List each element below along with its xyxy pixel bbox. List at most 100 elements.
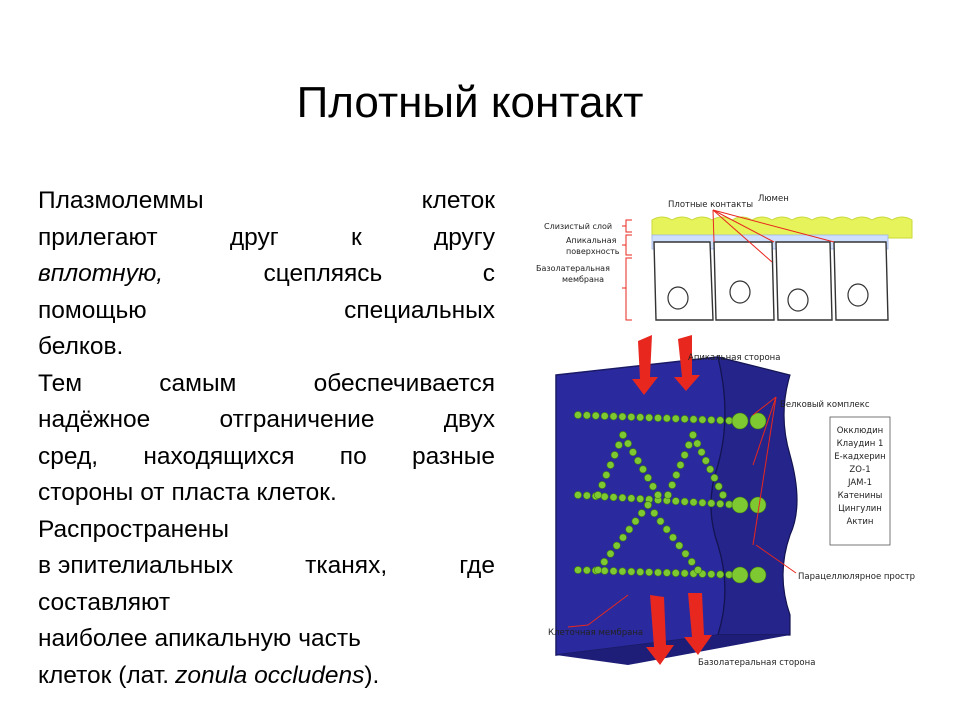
protein-bead [675,541,684,550]
paragraph-word: пласта [171,479,250,506]
paragraph-word: друг [229,223,279,251]
protein-bead [600,557,609,566]
protein-name: Катенины [838,491,883,501]
protein-bead [689,415,698,424]
protein-bead [716,499,725,508]
paragraph-word: в эпителиальных [38,552,234,579]
label-apical-2: поверхность [566,247,620,256]
protein-bead [625,525,634,534]
protein-bead [654,414,662,422]
protein-bead [731,496,749,514]
protein-bead [598,481,607,489]
protein-bead [636,494,645,503]
protein-bead [602,471,611,479]
protein-name: E-кадхерин [834,452,885,462]
protein-bead [582,491,591,500]
protein-bead [609,493,618,502]
paragraph-word: Тем [38,369,83,397]
label-lumen: Люмен [758,194,789,204]
protein-name: Окклюдин [837,426,884,436]
protein-bead [591,411,600,420]
paragraph-word: Распространены [38,515,229,543]
protein-bead [707,499,716,508]
label-tight-junctions: Плотные контакты [668,200,753,210]
protein-bead [594,566,602,574]
paragraph-word: стороны [38,479,134,506]
protein-bead [668,481,677,489]
tight-junction-pointers [712,209,835,263]
protein-bead [697,448,706,457]
protein-bead [619,533,627,542]
paragraph-word: самым [159,369,237,397]
label-basolateral-2: мембрана [562,275,604,284]
protein-bead [719,491,727,499]
protein-bead [676,461,685,469]
protein-bead [725,570,734,579]
protein-bead [582,411,591,420]
nuclei [667,280,869,312]
protein-bead [680,451,689,459]
slide-title-text: Плотный контакт [296,78,644,127]
protein-bead [574,411,582,419]
protein-bead [609,412,618,421]
label-cell-membrane: Клеточная мембрана [548,628,643,638]
paragraph-word: часть [298,625,361,652]
protein-bead [618,412,627,421]
epithelium-diagram: Плотные контакты Люмен Слизистый слой Ап… [536,194,913,321]
label-apical-side: Апикальная сторона [688,353,780,363]
protein-bead [600,412,609,420]
mucus-layer [651,216,913,239]
protein-bead [627,567,636,576]
protein-bead [612,541,621,550]
label-brackets [622,219,632,321]
protein-bead [636,413,645,422]
protein-bead [694,566,702,574]
protein-bead [634,456,642,465]
protein-bead [609,567,618,576]
paragraph-word: специальных [344,296,495,324]
paragraph-word: тканях, [305,552,388,579]
protein-name: Актин [847,517,874,527]
protein-bead [698,498,707,507]
paragraph-word: обеспечивается [313,369,495,397]
protein-bead [664,491,672,499]
paragraph-line: клеток (лат.zonula occludens). [38,658,495,695]
protein-bead [701,456,710,465]
protein-bead [600,566,609,575]
label-mucus: Слизистый слой [544,222,612,231]
protein-bead [725,416,734,425]
label-protein-complex: Белковый комплекс [780,400,870,410]
protein-bead [619,431,627,439]
protein-bead [649,482,657,491]
paragraph-word: прилегают [38,223,158,251]
paragraph-word: сред, [38,442,99,470]
protein-bead [671,497,680,506]
protein-bead [731,566,749,584]
protein-bead [637,509,646,518]
paragraph-word: апикальную [154,625,292,652]
protein-name: Клаудин 1 [837,439,884,449]
paragraph-word: другу [433,223,495,251]
protein-bead [749,412,767,430]
paragraph-word: разные [412,442,495,470]
paragraph-word: Плазмолеммы [38,187,204,214]
paragraph-word: наиболее [38,625,148,652]
protein-bead [710,473,719,482]
protein-bead [574,491,582,499]
protein-bead [574,566,582,574]
protein-bead [618,567,627,576]
label-apical-1: Апикальная [566,236,617,245]
label-basolateral-1: Базолатеральная [536,264,610,273]
flow-arrows [632,335,712,665]
protein-bead [610,451,619,459]
protein-bead [627,494,636,503]
protein-bead [672,471,681,479]
paragraph-line: белков. [38,329,495,366]
protein-bead [689,431,697,439]
protein-bead [680,497,689,506]
